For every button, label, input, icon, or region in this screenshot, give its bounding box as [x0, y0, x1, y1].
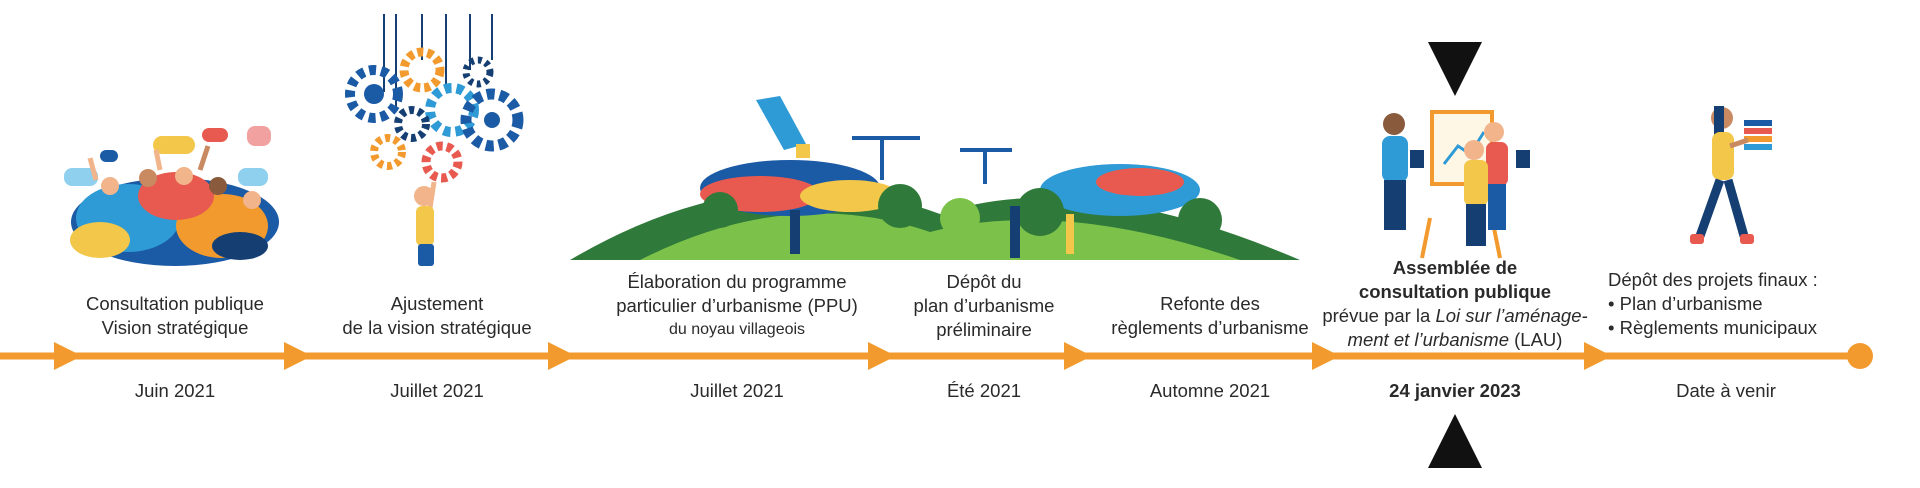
stage-3-date: Juillet 2021	[690, 380, 784, 401]
stage-4-line-3: préliminaire	[936, 319, 1032, 340]
stage-6-date: 24 janvier 2023	[1389, 380, 1521, 401]
hillside-village-cranes-illustration	[570, 96, 1300, 260]
stage-4-line-2: plan d’urbanisme	[913, 295, 1055, 316]
stage-3-label: Élaboration du programme particulier d’u…	[592, 270, 882, 342]
timeline-arrow-6	[1312, 342, 1340, 370]
stage-2-label: Ajustement de la vision stratégique	[322, 292, 552, 340]
timeline-arrow-5	[1064, 342, 1092, 370]
stage-6-label: Assemblée de consultation publique prévu…	[1315, 256, 1595, 352]
stage-1-label: Consultation publique Vision stratégique	[60, 292, 290, 340]
stage-7-intro: Dépôt des projets finaux :	[1608, 269, 1818, 290]
stage-6-line-4: ment et l’urbanisme (LAU)	[1315, 328, 1595, 352]
stage-6-line-4-italic: ment et l’urbanisme	[1347, 329, 1509, 350]
stage-6-line-4-suffix: (LAU)	[1508, 329, 1563, 350]
stage-7-label: Dépôt des projets finaux : Plan d’urbani…	[1608, 268, 1868, 340]
stage-5-line-1: Refonte des	[1160, 293, 1260, 314]
marker-triangle-down-icon	[1428, 42, 1482, 96]
stage-1-line-2: Vision stratégique	[101, 317, 249, 338]
person-holding-gears-illustration	[345, 14, 524, 266]
stage-4-line-1: Dépôt du	[946, 271, 1022, 292]
timeline-arrow-1	[54, 342, 82, 370]
stage-1-date: Juin 2021	[134, 380, 216, 401]
stage-6-line-3: prévue par la Loi sur l’aménage-	[1315, 304, 1595, 328]
marker-triangle-up-icon	[1428, 414, 1482, 468]
stage-6-title-line-2: consultation publique	[1358, 281, 1552, 302]
stage-1-line-1: Consultation publique	[86, 293, 264, 314]
timeline-end-dot	[1847, 343, 1873, 369]
stage-5-line-2: règlements d’urbanisme	[1111, 317, 1309, 338]
stage-6-line-3-prefix: prévue par la	[1322, 305, 1436, 326]
stage-6-line-3-italic: Loi sur l’aménage-	[1435, 305, 1588, 326]
timeline-arrow-7	[1584, 342, 1612, 370]
stage-7-list: Plan d’urbanisme Règlements municipaux	[1608, 292, 1868, 340]
stage-7-item-plan: Plan d’urbanisme	[1608, 292, 1868, 316]
stage-5-label: Refonte des règlements d’urbanisme	[1085, 292, 1335, 340]
stage-4-label: Dépôt du plan d’urbanisme préliminaire	[884, 270, 1084, 342]
stage-2-line-1: Ajustement	[390, 293, 484, 314]
presentation-easel-illustration	[1382, 110, 1530, 259]
timeline-arrow-3	[548, 342, 576, 370]
person-carrying-documents-illustration	[1690, 106, 1772, 244]
crowd-speech-bubbles-illustration	[64, 126, 279, 266]
stage-7-item-reglements: Règlements municipaux	[1608, 316, 1868, 340]
timeline-arrow-2	[284, 342, 312, 370]
stage-6-title-line-1: Assemblée de	[1392, 257, 1518, 278]
stage-3-line-2: particulier d’urbanisme (PPU)	[616, 295, 858, 316]
stage-4-date: Été 2021	[946, 380, 1022, 401]
stage-2-line-2: de la vision stratégique	[342, 317, 532, 338]
stage-5-date: Automne 2021	[1149, 380, 1271, 401]
stage-3-line-1: Élaboration du programme	[627, 271, 847, 292]
stage-7-date: Date à venir	[1676, 380, 1776, 401]
timeline-arrow-4	[868, 342, 896, 370]
stage-3-subtitle: du noyau villageois	[668, 321, 806, 338]
stage-2-date: Juillet 2021	[390, 380, 484, 401]
